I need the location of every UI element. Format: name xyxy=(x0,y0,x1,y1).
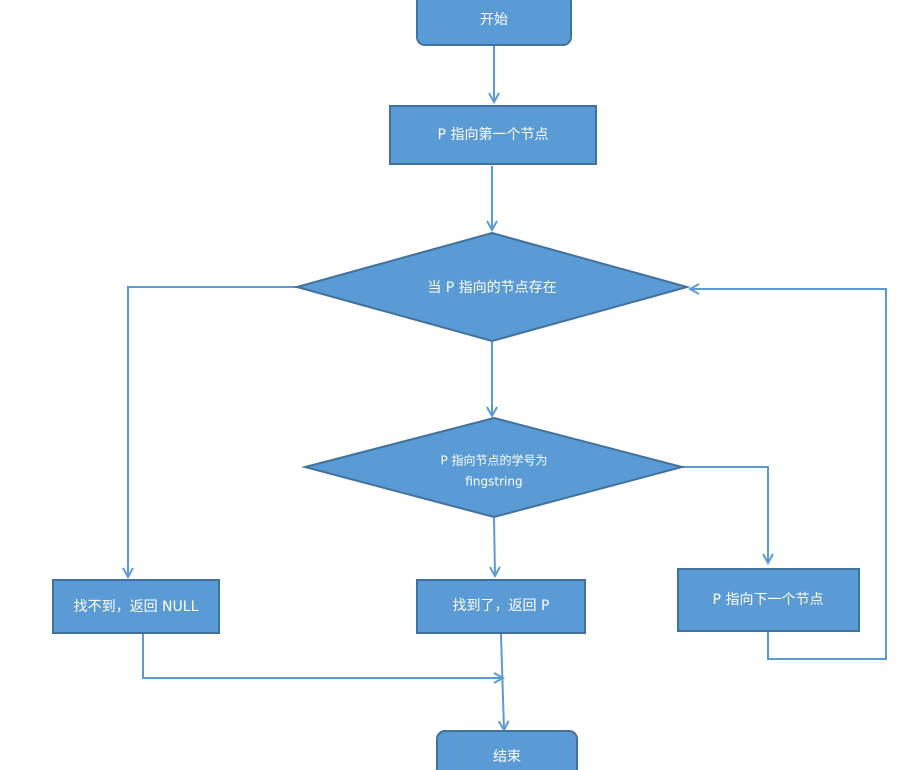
node-end: 结束 xyxy=(436,730,578,770)
p-next-label: P 指向下一个节点 xyxy=(713,592,824,608)
not-found-process-shape xyxy=(52,579,220,634)
cond-match-label-line2: fingstring xyxy=(465,475,522,489)
p-first-process-shape xyxy=(389,105,597,165)
edge-found-to-end xyxy=(501,633,504,730)
node-not-found: 找不到，返回 NULL xyxy=(52,579,220,634)
nodes: 开始 P 指向第一个节点 当 P 指向的节点存在 P 指向节点的学号为 fing… xyxy=(52,0,860,770)
start-terminal-shape xyxy=(416,0,572,46)
node-found: 找到了，返回 P xyxy=(416,579,586,634)
not-found-label: 找不到，返回 NULL xyxy=(74,599,199,615)
cond-exists-decision-shape xyxy=(293,231,691,343)
edge-p-next-to-cond-exists xyxy=(690,289,887,660)
cond-match-decision-shape xyxy=(301,416,686,519)
node-p-next: P 指向下一个节点 xyxy=(677,568,860,632)
edge-cond-match-to-p-next xyxy=(682,466,768,563)
cond-exists-label: 当 P 指向的节点存在 xyxy=(427,280,556,296)
p-first-label: P 指向第一个节点 xyxy=(438,126,549,143)
edge-cond-match-to-found xyxy=(494,517,495,576)
edge-not-found-to-merge xyxy=(142,634,503,678)
edge-cond-exists-to-not-found xyxy=(128,286,297,577)
found-process-shape xyxy=(416,579,586,634)
end-label: 结束 xyxy=(493,749,521,765)
p-next-process-shape xyxy=(677,568,860,632)
cond-match-label-line1: P 指向节点的学号为 xyxy=(440,453,547,468)
node-p-first: P 指向第一个节点 xyxy=(389,105,597,165)
node-start: 开始 xyxy=(416,0,572,46)
node-cond-exists: 当 P 指向的节点存在 xyxy=(293,231,691,343)
node-cond-match: P 指向节点的学号为 fingstring xyxy=(301,416,686,519)
start-label: 开始 xyxy=(480,12,508,28)
edges xyxy=(128,46,887,730)
found-label: 找到了，返回 P xyxy=(453,598,550,614)
end-terminal-shape xyxy=(436,730,578,770)
